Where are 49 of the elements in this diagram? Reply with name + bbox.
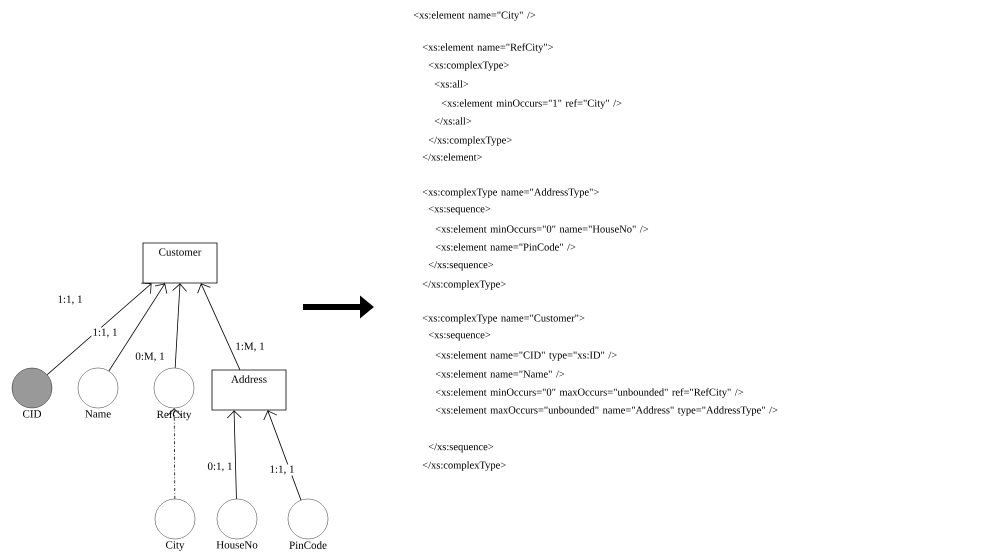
code-line: <xs:sequence> xyxy=(428,206,490,214)
attribute-circle xyxy=(154,498,196,540)
attribute-name: RefCity xyxy=(156,410,192,420)
code-line: <xs:complexType name="AddressType"> xyxy=(422,188,599,198)
attribute-name: Name xyxy=(85,410,111,418)
attribute-circle xyxy=(216,498,258,540)
attribute-name: PinCode xyxy=(289,541,327,549)
arrow xyxy=(166,408,182,500)
edge-label: 1:M, 1 xyxy=(236,342,264,352)
code-line: <xs:sequence> xyxy=(428,332,490,340)
edge-label: 0:1, 1 xyxy=(208,462,232,472)
code-line: <xs:complexType> xyxy=(428,61,509,71)
arrow xyxy=(197,283,240,370)
arrow xyxy=(226,410,242,500)
code-line: <xs:element name="PinCode" /> xyxy=(436,243,576,251)
entity-box: Customer xyxy=(142,242,218,284)
code-line: <xs:element minOccurs="0" name="HouseNo" /> xyxy=(436,225,648,233)
code-line: <xs:element minOccurs="0" maxOccurs="unbounded" ref="RefCity" /> xyxy=(436,388,744,398)
arrow xyxy=(108,283,168,372)
code-line: </xs:all> xyxy=(434,117,472,125)
code-line: <xs:element maxOccurs="unbounded" name="Address" type="AddressType" /> xyxy=(436,406,778,416)
attribute-circle xyxy=(288,498,328,540)
code-line: <xs:element name="Name" /> xyxy=(436,370,564,378)
code-line: </xs:complexType> xyxy=(422,280,506,290)
edge-label: 1:1, 1 xyxy=(58,296,82,304)
code-line: <xs:complexType name="Customer"> xyxy=(422,314,584,324)
edge-label: 1:1, 1 xyxy=(270,466,294,474)
code-line: <xs:all> xyxy=(434,80,468,88)
code-line: <xs:element name="City" /> xyxy=(414,11,536,21)
code-line: </xs:complexType> xyxy=(422,461,506,471)
arrow xyxy=(172,283,187,368)
code-line: </xs:element> xyxy=(422,153,482,161)
code-line: </xs:sequence> xyxy=(428,261,494,270)
code-line: <xs:element minOccurs="1" ref="City" /> xyxy=(442,99,622,109)
attribute-circle xyxy=(154,368,194,408)
code-line: </xs:complexType> xyxy=(428,136,512,146)
code-line: <xs:element name="RefCity"> xyxy=(422,43,554,53)
attribute-circle xyxy=(12,368,52,408)
arrow xyxy=(46,282,152,376)
arrow xyxy=(263,410,302,500)
edge-label: 1:1, 1 xyxy=(93,328,117,338)
attribute-name: CID xyxy=(22,410,42,418)
entity-box: Address xyxy=(212,370,286,410)
code-line: </xs:sequence> xyxy=(428,443,494,452)
attribute-name: City xyxy=(166,541,184,551)
attribute-name: HouseNo xyxy=(216,541,258,549)
code-line: <xs:element name="CID" type="xs:ID" /> xyxy=(436,351,617,361)
edge-label: 0:M, 1 xyxy=(136,352,164,362)
attribute-circle xyxy=(78,368,118,408)
